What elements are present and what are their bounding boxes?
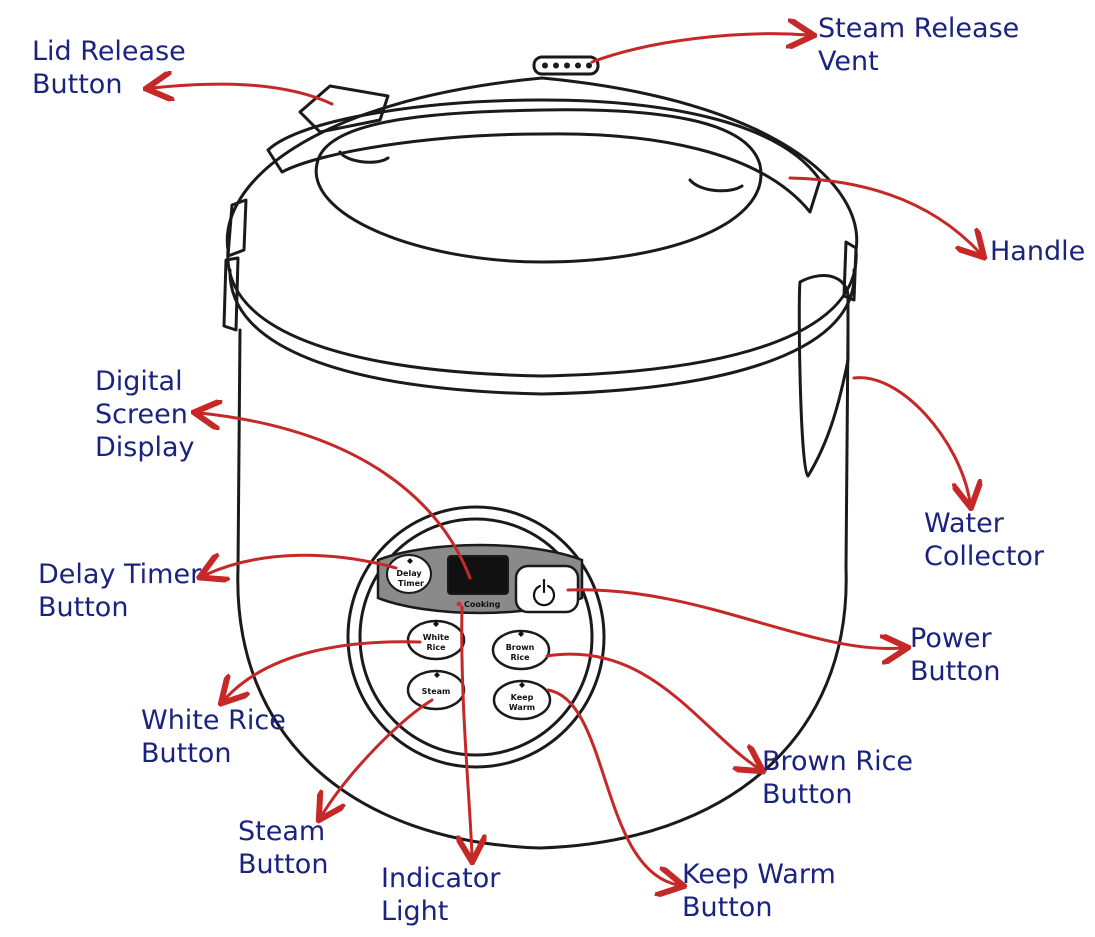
callout-arrows [152,34,980,885]
arrow-steam [322,698,434,815]
brown-rice-button[interactable]: Brown Rice [491,629,551,671]
keep-warm-button[interactable]: Keep Warm [492,679,552,721]
arrow-keep-warm [546,688,678,885]
delay-timer-text-2: Timer [398,579,424,588]
arrow-delay-timer [205,555,398,575]
arrow-digital-screen [200,413,472,580]
power-button[interactable] [514,564,580,614]
keep-warm-text-1: Keep [511,693,534,702]
arrow-steam-vent [590,34,808,64]
digital-screen-display [447,555,509,595]
steam-button[interactable]: Steam [406,669,466,711]
cooking-indicator-text: Cooking [464,600,501,609]
control-panel: Delay Timer Cooking White Rice Brown [376,543,584,721]
cooker-body [222,76,859,850]
keep-warm-text-2: Warm [509,703,535,712]
arrow-lid-release [152,84,334,106]
steam-release-vent [532,55,600,76]
white-rice-text-2: Rice [426,643,446,652]
arrow-indicator [462,605,472,856]
white-rice-text-1: White [423,633,450,642]
arrow-handle [788,176,980,253]
label-handle: Handle [990,236,1086,267]
arrow-white-rice [225,640,422,699]
power-icon [532,578,556,607]
arrow-brown-rice [545,652,758,768]
delay-timer-text-1: Delay [396,569,422,578]
arrow-power [566,588,902,649]
steam-text: Steam [422,687,451,696]
delay-timer-button[interactable]: Delay Timer [386,554,432,594]
white-rice-button[interactable]: White Rice [406,619,466,661]
indicator-light [456,601,462,607]
arrow-water-collector [852,376,970,502]
brown-rice-text-2: Rice [510,653,530,662]
brown-rice-text-1: Brown [506,643,535,652]
